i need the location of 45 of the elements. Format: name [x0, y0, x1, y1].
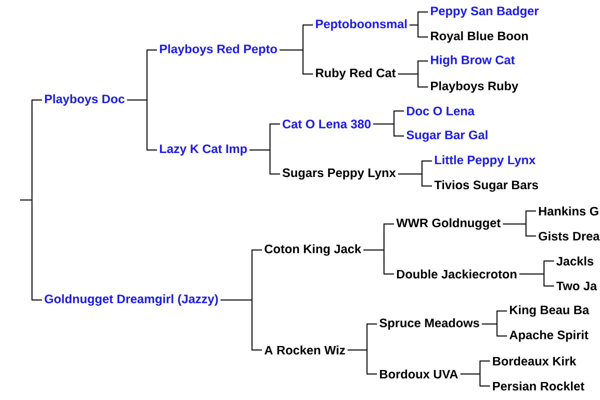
horse-name: Royal Blue Boon — [431, 31, 528, 43]
horse-name: Gists Drea — [538, 232, 600, 241]
tree-connector — [126, 100, 158, 150]
tree-connector — [220, 300, 262, 350]
horse-name: Peptoboonsmal — [316, 19, 407, 31]
tree-connector — [460, 374, 490, 386]
horse-name: Playboys Doc — [45, 94, 124, 106]
tree-connector — [279, 50, 314, 74]
tree-connector — [481, 324, 508, 336]
tree-connector — [398, 74, 428, 88]
horse-name: Playboys Red Pepto — [160, 44, 277, 56]
horse-name: Lazy K Cat Imp — [160, 144, 247, 156]
horse-name: Jackls — [556, 256, 594, 266]
tree-connector — [372, 124, 404, 136]
horse-name: Spruce Meadows — [380, 318, 480, 330]
horse-name: A Rocken Wiz — [264, 346, 345, 355]
horse-name: Bordoux UVA — [380, 370, 458, 379]
horse-name: Coton King Jack — [264, 244, 362, 256]
horse-name: Peppy San Badger — [431, 6, 539, 18]
tree-connector — [20, 200, 42, 300]
horse-name: Bordeaux Kirk — [493, 356, 576, 366]
tree-connector — [398, 174, 432, 186]
horse-name: Sugars Peppy Lynx — [282, 168, 396, 180]
horse-name: Hankins G — [539, 206, 598, 216]
horse-name: Ruby Red Cat — [316, 68, 396, 80]
horse-name: Doc O Lena — [407, 106, 475, 116]
horse-name: Cat O Lena 380 — [282, 120, 371, 128]
tree-connector — [502, 224, 536, 236]
horse-name: Double Jackiecroton — [397, 270, 516, 279]
horse-name: Playboys Ruby — [431, 81, 518, 93]
horse-name: High Brow Cat — [431, 55, 515, 67]
horse-name: King Beau Ba — [510, 305, 590, 317]
tree-connector — [409, 24, 428, 38]
tree-connector — [249, 150, 280, 174]
horse-name: Apache Spirit — [510, 330, 588, 342]
tree-connector — [362, 250, 394, 274]
tree-connector — [347, 350, 378, 374]
horse-name: Sugar Bar Gal — [406, 130, 488, 142]
horse-name: Tivios Sugar Bars — [434, 180, 538, 192]
tree-connector — [518, 274, 554, 286]
horse-name: WWR Goldnugget — [396, 218, 501, 230]
horse-name: Goldnugget Dreamgirl (Jazzy) — [44, 294, 218, 306]
horse-name: Two Ja — [556, 282, 598, 290]
horse-name: Little Peppy Lynx — [435, 155, 536, 167]
horse-name: Persian Rocklet — [493, 382, 584, 391]
